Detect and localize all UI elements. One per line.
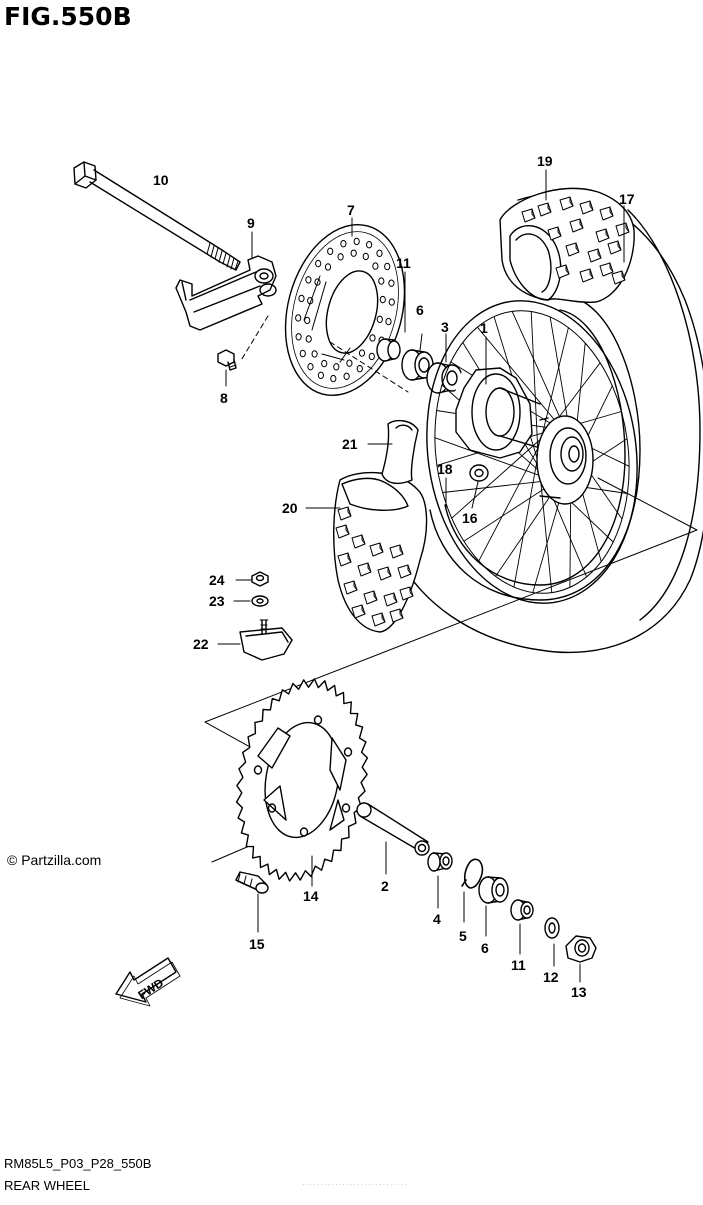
callout-23: 23: [209, 593, 225, 609]
valve-washer-part: [251, 595, 269, 607]
circlip-part: [461, 858, 484, 889]
callout-24: 24: [209, 572, 225, 588]
wheel-hub-part: [455, 367, 594, 505]
model-code: RM85L5_P03_P28_550B: [4, 1156, 152, 1171]
callout-22: 22: [193, 636, 209, 652]
valve-nut-part: [251, 571, 269, 587]
tire-tread-section-lower: [333, 471, 428, 633]
callout-15: 15: [249, 936, 265, 952]
callout-11-upper: 11: [396, 255, 411, 271]
callout-21: 21: [342, 436, 358, 452]
forward-direction-arrow: [115, 957, 181, 1007]
callout-1: 1: [480, 320, 488, 336]
callout-6-upper: 6: [416, 302, 424, 318]
axle-nut-part: [565, 935, 597, 963]
callout-6-lower: 6: [481, 940, 489, 956]
spacer-4-part: [427, 852, 453, 872]
axle-bolt-part: [73, 161, 241, 271]
rim-lock-part: [239, 619, 293, 661]
sprocket-bolt-part: [235, 871, 269, 894]
callout-14: 14: [303, 888, 319, 904]
callout-17: 17: [619, 191, 635, 207]
bearing-lower-part: [478, 876, 509, 904]
section-name: REAR WHEEL: [4, 1178, 90, 1193]
watermark-text: © Partzilla.com: [7, 852, 102, 868]
callout-leaders: [217, 169, 625, 983]
tire-tread-section-upper: [499, 187, 635, 304]
spacer-tube-part: [356, 802, 430, 856]
callout-8: 8: [220, 390, 228, 406]
callout-13: 13: [571, 984, 587, 1000]
callout-2: 2: [381, 878, 389, 894]
figure-title: FIG.550B: [4, 2, 132, 31]
callout-11-lower: 11: [511, 957, 526, 973]
callout-5: 5: [459, 928, 467, 944]
callout-7: 7: [347, 202, 355, 218]
brake-disc-part: [284, 223, 409, 397]
faint-footer-text: ·····························: [302, 1180, 409, 1189]
inner-tube-part: [381, 419, 419, 485]
callout-18: 18: [437, 461, 453, 477]
small-bolt-part: [217, 349, 237, 371]
callout-4: 4: [433, 911, 441, 927]
callout-20: 20: [282, 500, 298, 516]
rear-sprocket-part: [235, 678, 369, 882]
callout-16: 16: [462, 510, 478, 526]
callout-10: 10: [153, 172, 169, 188]
spacer-upper-part: [376, 338, 401, 362]
washer-part: [544, 917, 560, 939]
rim-lock-nut-part: [469, 464, 489, 482]
callout-9: 9: [247, 215, 255, 231]
callout-3: 3: [441, 319, 449, 335]
spacer-lower-part: [510, 899, 534, 921]
chain-adjuster-part: [175, 255, 277, 363]
callout-12: 12: [543, 969, 559, 985]
callout-19: 19: [537, 153, 553, 169]
